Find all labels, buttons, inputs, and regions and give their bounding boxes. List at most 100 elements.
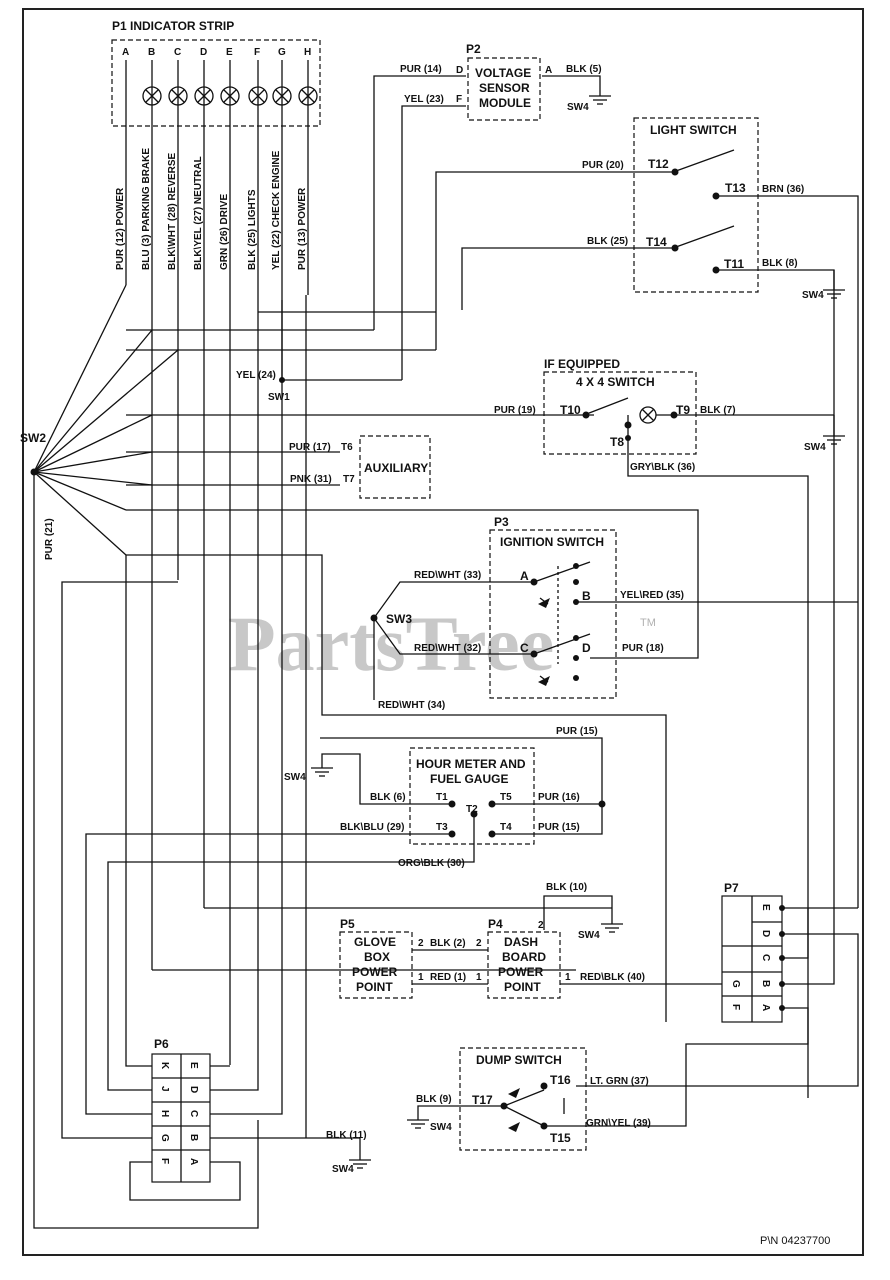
- p2-wire-pur14: PUR (14): [400, 64, 442, 75]
- p1-wire-label: BLU (3) PARKING BRAKE: [141, 148, 152, 270]
- wire-pur21: PUR (21): [44, 518, 55, 560]
- p4-title-line3: POWER: [498, 965, 544, 979]
- auxiliary-t6: T6: [341, 442, 353, 453]
- p1-wire-label: YEL (22) CHECK ENGINE: [271, 150, 282, 270]
- p4-pin2-left: 2: [476, 938, 482, 949]
- p1-title: P1 INDICATOR STRIP: [112, 19, 234, 33]
- p4-ground: SW4: [578, 930, 600, 941]
- four-by-four-if-equipped: IF EQUIPPED: [544, 357, 620, 371]
- p1-letter-f: F: [254, 47, 260, 58]
- hour-meter-title-line1: HOUR METER AND: [416, 757, 526, 771]
- light-switch-t11: T11: [724, 257, 744, 271]
- auxiliary-t7: T7: [343, 474, 355, 485]
- light-switch-ground: SW4: [802, 290, 824, 301]
- light-switch-t12: T12: [648, 157, 669, 171]
- hour-meter-wire-orgblk30: ORG\BLK (30): [398, 858, 465, 869]
- p2-pin-a: A: [545, 65, 552, 76]
- dump-switch-title: DUMP SWITCH: [476, 1053, 562, 1067]
- p1-letter-d: D: [200, 47, 207, 58]
- hour-meter-t5: T5: [500, 792, 512, 803]
- p6-wire-blk11: BLK (11): [326, 1130, 367, 1141]
- p7-pin-a: A: [760, 1004, 771, 1011]
- p4-wire-blk10: BLK (10): [546, 882, 587, 893]
- p2-id: P2: [466, 42, 481, 56]
- hour-meter-wire-pur15b: PUR (15): [538, 822, 580, 833]
- four-by-four-wire-blk7: BLK (7): [700, 405, 736, 416]
- four-by-four-t8: T8: [610, 435, 624, 449]
- p7-pin-b: B: [760, 980, 771, 987]
- p2-title-line1: VOLTAGE: [475, 66, 531, 80]
- p1-letter-h: H: [304, 47, 311, 58]
- auxiliary-title: AUXILIARY: [364, 461, 428, 475]
- splice-sw2: SW2: [20, 431, 46, 445]
- p2-pin-d: D: [456, 65, 463, 76]
- hour-meter-wire-blkblu29: BLK\BLU (29): [340, 822, 404, 833]
- hour-meter-wire-pur15a: PUR (15): [556, 726, 598, 737]
- p2-title-line2: SENSOR: [479, 81, 530, 95]
- p5-title-line1: GLOVE: [354, 935, 396, 949]
- ignition-pin-b: B: [582, 589, 591, 603]
- p6-id: P6: [154, 1037, 169, 1051]
- dump-switch: DUMP SWITCH T16 T17 T15 LT. GRN (37) BLK…: [416, 1047, 651, 1151]
- splice-sw1: SW1: [268, 392, 290, 403]
- p5-id: P5: [340, 917, 355, 931]
- p2-ground-sw4: SW4: [567, 102, 589, 113]
- p1-wire-label: PUR (12) POWER: [115, 187, 126, 270]
- p1-wire-label: BLK\YEL (27) NEUTRAL: [193, 156, 204, 270]
- four-by-four-ground: SW4: [804, 442, 826, 453]
- p6-ground: SW4: [332, 1164, 354, 1175]
- light-switch: LIGHT SWITCH T12 T13 T14 T11 PUR (20) BR…: [582, 117, 824, 301]
- ignition-wire-redwht34: RED\WHT (34): [378, 700, 445, 711]
- dump-switch-wire-grnyel39: GRN\YEL (39): [586, 1118, 651, 1129]
- p2-title-line3: MODULE: [479, 96, 531, 110]
- p6-pin-f: F: [159, 1158, 170, 1164]
- hour-meter-t3: T3: [436, 822, 448, 833]
- p6-pin-d: D: [188, 1086, 199, 1093]
- p4-wire-redblk40: RED\BLK (40): [580, 972, 645, 983]
- p7-pin-f: F: [730, 1004, 741, 1010]
- p1-letter-g: G: [278, 47, 286, 58]
- hour-meter-ground: SW4: [284, 772, 306, 783]
- hour-meter-t1: T1: [436, 792, 448, 803]
- p4-id: P4: [488, 917, 503, 931]
- p4-pin2-top: 2: [538, 920, 544, 931]
- p6-pin-k: K: [159, 1062, 170, 1070]
- p6-pin-b: B: [188, 1134, 199, 1141]
- p6-pin-a: A: [188, 1158, 199, 1165]
- four-by-four-wire-gryblk36: GRY\BLK (36): [630, 462, 695, 473]
- hour-meter-t2: T2: [466, 804, 478, 815]
- auxiliary-wire-pur17: PUR (17): [289, 442, 331, 453]
- p7-pin-c: C: [760, 954, 771, 961]
- p5-pin2: 2: [418, 938, 424, 949]
- part-number: P\N 04237700: [760, 1235, 830, 1247]
- ignition-pin-a: A: [520, 569, 529, 583]
- dump-switch-t17: T17: [472, 1093, 493, 1107]
- p6-pin-e: E: [188, 1062, 199, 1069]
- p4-pin1-right: 1: [565, 972, 571, 983]
- watermark-tm: TM: [640, 617, 656, 629]
- dump-switch-wire-blk9: BLK (9): [416, 1094, 452, 1105]
- light-switch-wire-blk8: BLK (8): [762, 258, 798, 269]
- p5-glove-box-power-point: P5 GLOVE BOX POWER POINT 2 1: [339, 917, 424, 999]
- p1-wire-label: GRN (26) DRIVE: [219, 194, 230, 270]
- light-switch-wire-pur20: PUR (20): [582, 160, 624, 171]
- four-by-four-t9: T9: [676, 403, 690, 417]
- p4-title-line2: BOARD: [502, 950, 546, 964]
- p4-pin1-left: 1: [476, 972, 482, 983]
- light-switch-title: LIGHT SWITCH: [650, 123, 737, 137]
- light-switch-t13: T13: [725, 181, 746, 195]
- ignition-id: P3: [494, 515, 509, 529]
- four-by-four-wire-pur19: PUR (19): [494, 405, 536, 416]
- hour-meter-wire-pur16: PUR (16): [538, 792, 580, 803]
- p6-pin-h: H: [159, 1110, 170, 1117]
- ignition-pin-d: D: [582, 641, 591, 655]
- splice-sw3: SW3: [386, 612, 412, 626]
- auxiliary-wire-pnk31: PNK (31): [290, 474, 332, 485]
- p7-id: P7: [724, 881, 739, 895]
- p7-pin-g: G: [730, 980, 741, 988]
- p4-dash-board-power-point: P4 DASH BOARD POWER POINT 2 1 2 1 BLK (2…: [430, 882, 645, 999]
- p2-wire-blk5: BLK (5): [566, 64, 602, 75]
